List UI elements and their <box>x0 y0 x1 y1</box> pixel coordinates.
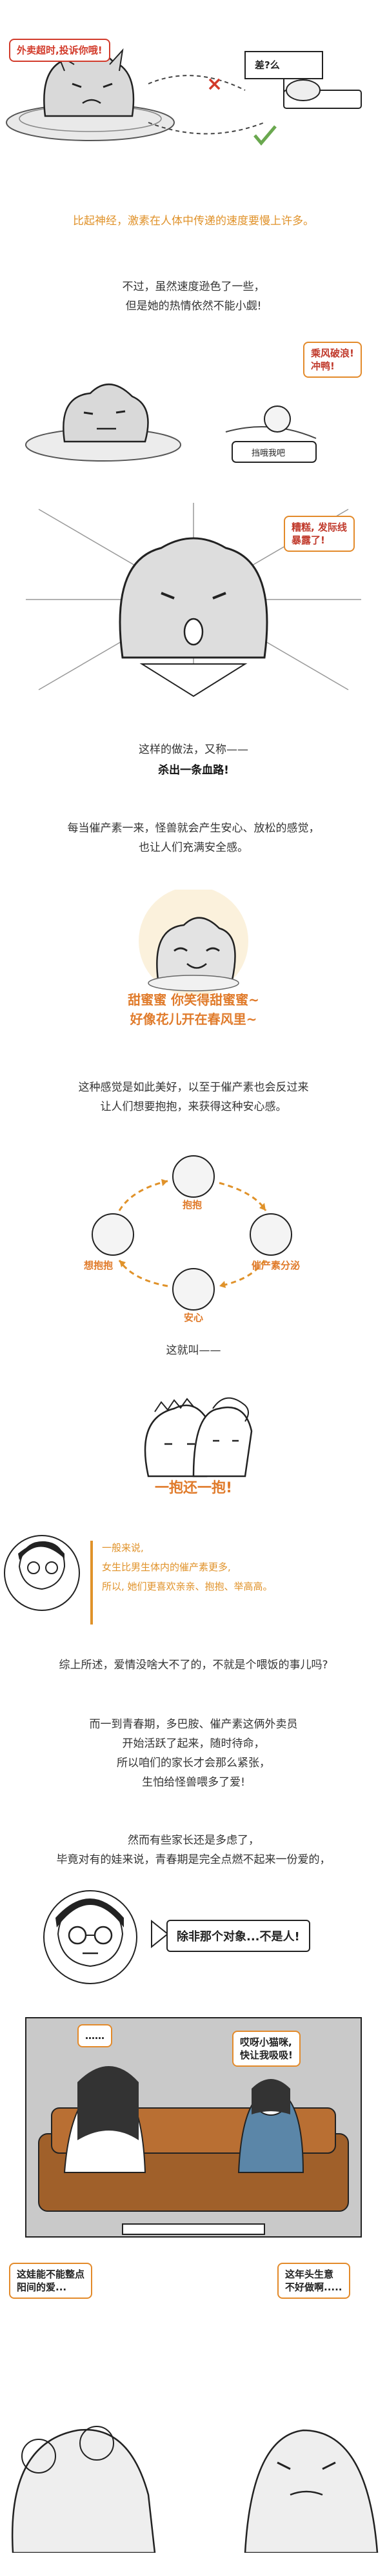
parents-right-line1: 这年头生意 <box>285 2269 334 2280</box>
parents-left-line1: 这娃能不能整点 <box>17 2269 85 2280</box>
complaint-bubble: 外卖超时,投诉你哦! <box>9 39 110 62</box>
parents-left-line2: 阳间的爱... <box>17 2281 67 2293</box>
panel-note: 一般来说, 女生比男生体内的催产素更多, 所以, 她们更喜欢亲亲、抱抱、举高高。 <box>0 1528 387 1631</box>
para8-line1: 然而有些家长还是多虑了， <box>128 1834 259 1847</box>
note-line1: 一般来说, <box>102 1542 144 1554</box>
ride-wind-line2: 冲鸭! <box>311 360 335 372</box>
panel-hairline: 糟糕, 发际线 暴露了! <box>0 496 387 703</box>
cycle-illustration <box>92 1155 292 1311</box>
ride-wind-line1: 乘风破浪! <box>311 347 354 359</box>
parents-left-bubble: 这娃能不能整点 阳间的爱... <box>9 2263 93 2299</box>
ride-wind-bubble: 乘风破浪! 冲鸭! <box>303 342 362 378</box>
monster-closeup-illustration <box>26 503 361 698</box>
panel-sofa: …… 哎呀小猫咪, 快让我吸吸! <box>0 2011 387 2243</box>
parents-right-bubble: 这年头生意 不好做啊..... <box>277 2263 350 2299</box>
panel-sweet: 甜蜜蜜 你笑得甜蜜蜜~ 好像花儿开在春风里~ <box>0 890 387 1031</box>
sweet-caption-line2: 好像花儿开在春风里~ <box>130 1011 257 1027</box>
hug-caption: 一抱还一抱! <box>154 1480 233 1496</box>
para5: 这就叫—— <box>166 1344 221 1357</box>
hairline-line2: 暴露了! <box>292 534 325 546</box>
para6: 综上所述，爱情没啥大不了的，不就是个喂饭的事儿吗? <box>59 1659 328 1672</box>
para7-line4: 生怕给怪兽喂多了爱! <box>142 1776 245 1789</box>
caption-hormone-speed: 比起神经，激素在人体中传递的速度要慢上许多。 <box>73 215 314 228</box>
cycle-label-oxytocin: 催产素分泌 <box>252 1260 301 1271</box>
hug-cycle-diagram: 抱抱 催产素分泌 安心 想抱抱 <box>0 1147 387 1323</box>
para3-line1: 每当催产素一来，怪兽就会产生安心、放松的感觉， <box>67 822 320 835</box>
parents-right-line2: 不好做啊..... <box>285 2281 342 2293</box>
cycle-label-hug: 抱抱 <box>183 1199 203 1211</box>
note-line3: 所以, 她们更喜欢亲亲、抱抱、举高高。 <box>102 1581 273 1592</box>
panel-parents: 这娃能不能整点 阳间的爱... 这年头生意 不好做啊..... <box>0 2250 387 2553</box>
para4-line1: 这种感觉是如此美好，以至于催产素也会反过来 <box>78 1081 309 1094</box>
narrator-avatar-illustration <box>4 1535 93 1625</box>
para7-line2: 开始活跃了起来，随时待命， <box>122 1737 265 1750</box>
para4-line2: 让人们想要抱抱，来获得这种安心感。 <box>100 1100 287 1113</box>
cat-bubble-line2: 快让我吸吸! <box>240 2049 293 2061</box>
hairline-bubble: 糟糕, 发际线 暴露了! <box>284 516 355 552</box>
para1-line1: 不过，虽然速度逊色了一些， <box>122 280 265 293</box>
sweet-caption-line1: 甜蜜蜜 你笑得甜蜜蜜~ <box>128 992 259 1008</box>
monster-and-turtle-illustration: × <box>6 48 362 146</box>
cycle-label-want-hug: 想抱抱 <box>84 1260 114 1271</box>
para8-line2: 毕竟对有的娃来说，青春期是完全点燃不起来一份爱的， <box>56 1853 331 1866</box>
para7-line1: 而一到青春期，多巴胺、催产素这俩外卖员 <box>89 1718 298 1731</box>
para1-line2: 但是她的热情依然不能小觑! <box>125 300 262 313</box>
glasses-girl-avatar-illustration <box>43 1890 169 1984</box>
panel-riding-wind: 乘风破浪! 冲鸭! 挡哦我吧 <box>0 335 387 483</box>
hairline-line1: 糟糕, 发际线 <box>292 522 347 533</box>
para2-line1: 这样的做法，又称—— <box>139 743 248 756</box>
two-monsters-illustration <box>11 2426 379 2553</box>
two-kids-hugging-illustration <box>144 1397 253 1478</box>
cat-bubble-line1: 哎呀小猫咪, <box>240 2036 292 2048</box>
note-line2: 女生比男生体内的催产素更多, <box>102 1561 231 1573</box>
monster-on-platform-illustration <box>25 384 317 463</box>
sofa-scene-illustration <box>25 2017 362 2238</box>
sofa-right-bubble: 哎呀小猫咪, 快让我吸吸! <box>232 2031 301 2067</box>
svg-text:×: × <box>206 73 223 95</box>
platform-sign: 挡哦我吧 <box>252 449 286 458</box>
para3-line2: 也让人们充满安全感。 <box>139 841 248 854</box>
para7-line3: 所以咱们的家长才会那么紧张， <box>117 1757 270 1770</box>
cycle-label-secure: 安心 <box>184 1312 204 1323</box>
panel-hug: 一抱还一抱! <box>0 1373 387 1502</box>
not-human-bubble: 除非那个对象...不是人! <box>166 1920 310 1952</box>
panel-complaint: × 外卖超时,投诉你哦! 差?么 <box>0 0 387 161</box>
sign-text: 差?么 <box>255 59 280 71</box>
para2-bold: 杀出一条血路! <box>158 764 229 777</box>
happy-monster-illustration <box>139 890 248 996</box>
panel-not-human: 除非那个对象...不是人! <box>0 1882 387 1992</box>
sofa-left-bubble: …… <box>77 2024 112 2047</box>
